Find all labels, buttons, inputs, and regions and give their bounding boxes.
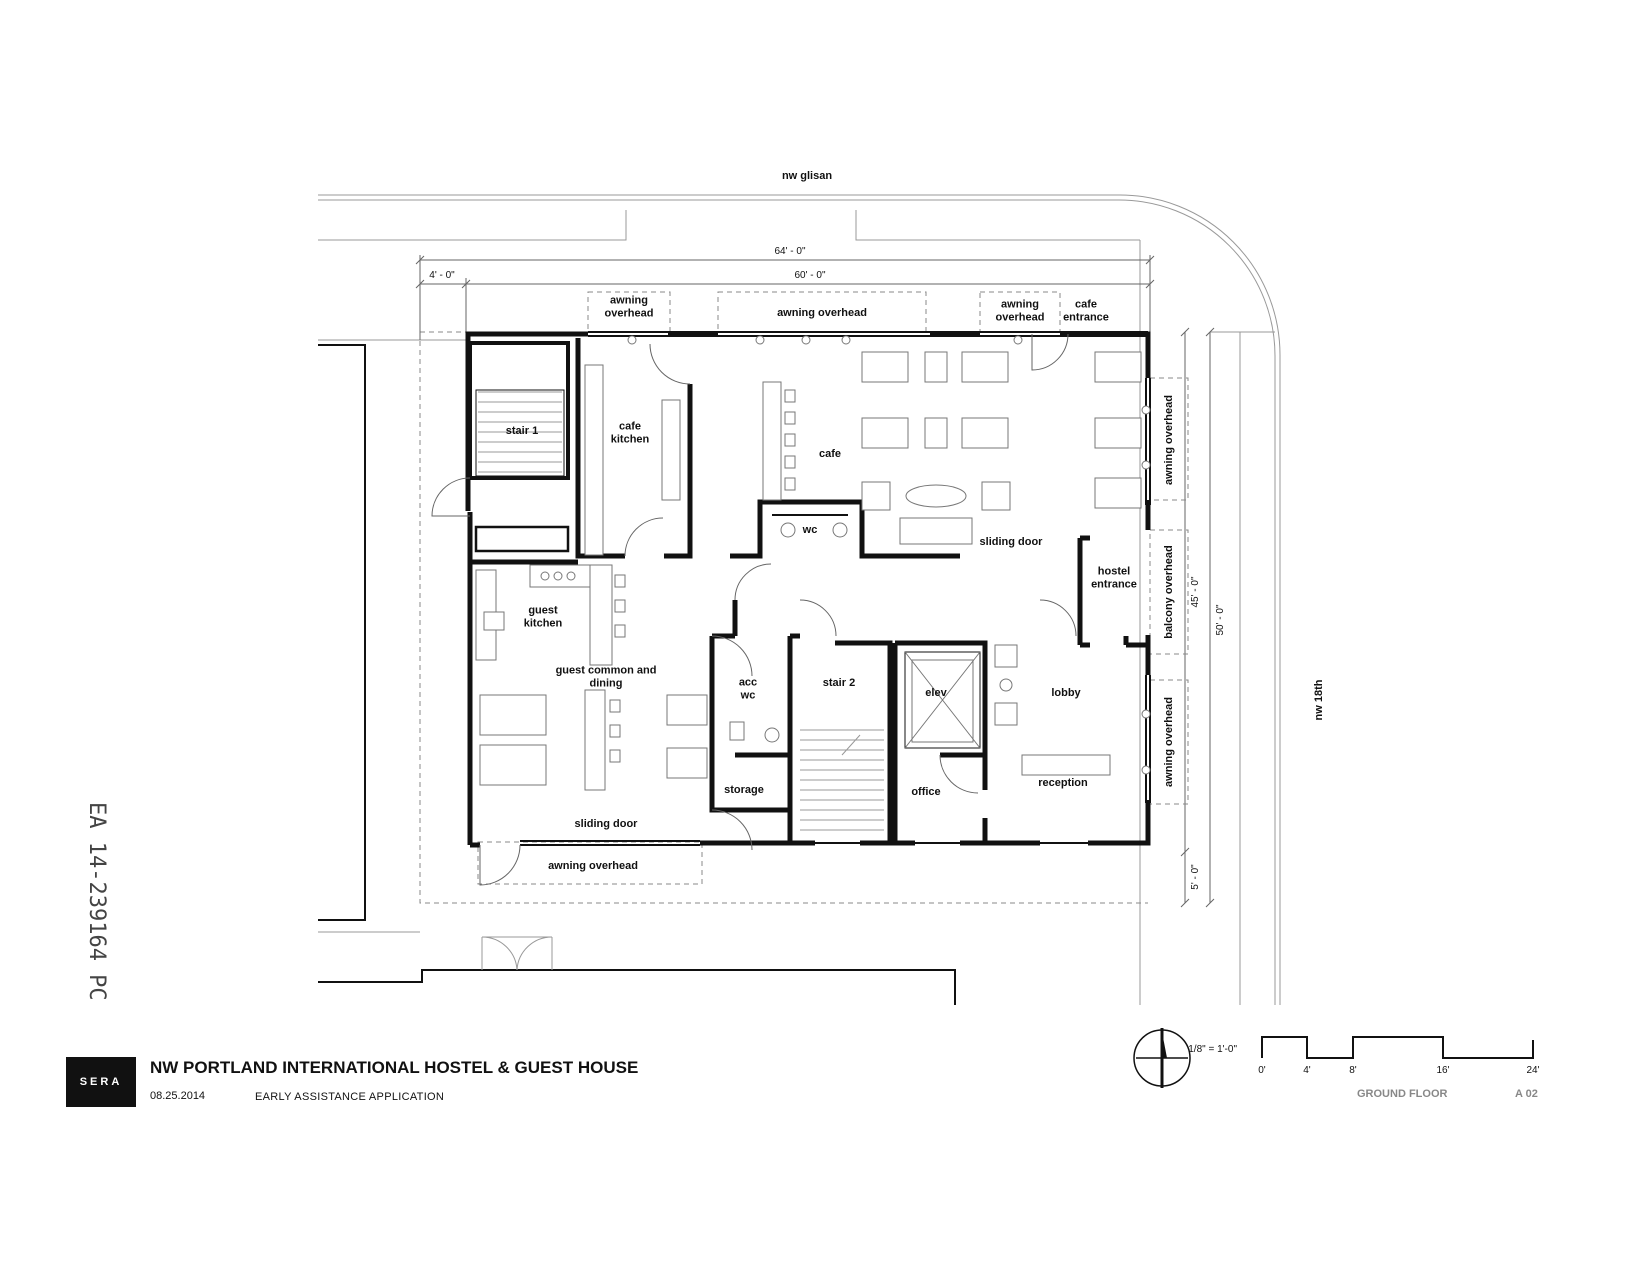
- label-line: overhead: [605, 308, 654, 320]
- label-line: wc: [802, 524, 818, 536]
- street-east-label: nw 18th: [1313, 679, 1325, 720]
- furniture: [475, 335, 1151, 791]
- awning-label-2: awning overhead: [777, 307, 867, 319]
- label-line: storage: [724, 784, 764, 796]
- graphic-scale: 1/8" = 1'-0" 0' 4' 8' 16' 24': [1188, 1036, 1540, 1076]
- label-line: stair 1: [506, 425, 538, 437]
- scale-tick-4: 24': [1526, 1065, 1539, 1076]
- stair-treads: [475, 389, 884, 831]
- sheet-number: A 02: [1515, 1088, 1538, 1100]
- dim-overall: 64' - 0": [774, 246, 805, 257]
- label-line: overhead: [996, 312, 1045, 324]
- dim-building: 60' - 0": [794, 270, 825, 281]
- site-context: [318, 194, 1281, 1005]
- scale-tick-1: 4': [1303, 1065, 1311, 1076]
- lobby-label: lobby: [1051, 687, 1081, 699]
- dim-depth-outer: 50' - 0": [1215, 604, 1226, 635]
- reception-label: reception: [1038, 777, 1088, 789]
- label-line: reception: [1038, 777, 1088, 789]
- door-swings: [431, 333, 1077, 886]
- label-line: office: [911, 786, 940, 798]
- stair1-label: stair 1: [506, 425, 538, 437]
- scale-tick-3: 16': [1436, 1065, 1449, 1076]
- storage-label: storage: [724, 784, 764, 796]
- wc-label: wc: [802, 524, 818, 536]
- case-number-stamp: EA 14-239164 PC: [84, 802, 109, 1001]
- label-line: hostel: [1098, 566, 1130, 578]
- awning-east-label-2: awning overhead: [1163, 697, 1175, 787]
- label-line: sliding door: [575, 818, 639, 830]
- sera-logo: SERA: [66, 1057, 136, 1107]
- label-line: cafe: [819, 448, 841, 460]
- label-line: entrance: [1091, 579, 1137, 591]
- sliding-door-label-2: sliding door: [575, 818, 639, 830]
- dim-sidewalk: 5' - 0": [1190, 864, 1201, 890]
- label-line: wc: [740, 690, 756, 702]
- label-line: awning: [610, 295, 648, 307]
- drawing-subtitle: EARLY ASSISTANCE APPLICATION: [255, 1091, 445, 1103]
- sliding-door-label-1: sliding door: [980, 536, 1044, 548]
- label-line: awning: [1001, 299, 1039, 311]
- dim-setback: 4' - 0": [429, 270, 455, 281]
- dim-depth-inner: 45' - 0": [1190, 576, 1201, 607]
- cafe-label: cafe: [819, 448, 841, 460]
- label-line: entrance: [1063, 312, 1109, 324]
- label-line: awning overhead: [548, 860, 638, 872]
- balcony-east-label: balcony overhead: [1163, 545, 1175, 639]
- dimension-lines: [415, 255, 1215, 908]
- scale-ratio: 1/8" = 1'-0": [1188, 1044, 1237, 1055]
- label-line: kitchen: [611, 434, 650, 446]
- label-line: guest: [528, 605, 558, 617]
- label-line: lobby: [1051, 687, 1081, 699]
- street-north-label: nw glisan: [782, 170, 832, 182]
- awning-bottom-label: awning overhead: [548, 860, 638, 872]
- logo-text: SERA: [79, 1076, 123, 1088]
- elev-label: elev: [925, 687, 947, 699]
- project-title: NW PORTLAND INTERNATIONAL HOSTEL & GUEST…: [150, 1058, 639, 1077]
- scale-tick-0: 0': [1258, 1065, 1266, 1076]
- label-line: cafe: [619, 421, 641, 433]
- label-line: elev: [925, 687, 947, 699]
- drawing-date: 08.25.2014: [150, 1090, 206, 1102]
- label-line: sliding door: [980, 536, 1044, 548]
- elevator-shaft: [904, 651, 981, 749]
- label-line: kitchen: [524, 618, 563, 630]
- sheet-name: GROUND FLOOR: [1357, 1088, 1448, 1100]
- label-line: acc: [739, 677, 757, 689]
- north-arrow-icon: [1133, 1028, 1191, 1088]
- label-line: guest common and: [556, 665, 657, 677]
- awning-east-label-1: awning overhead: [1163, 395, 1175, 485]
- scale-tick-2: 8': [1349, 1065, 1357, 1076]
- label-line: dining: [590, 678, 623, 690]
- label-line: cafe: [1075, 299, 1097, 311]
- label-line: awning overhead: [777, 307, 867, 319]
- label-line: stair 2: [823, 677, 855, 689]
- office-label: office: [911, 786, 940, 798]
- stair2-label: stair 2: [823, 677, 855, 689]
